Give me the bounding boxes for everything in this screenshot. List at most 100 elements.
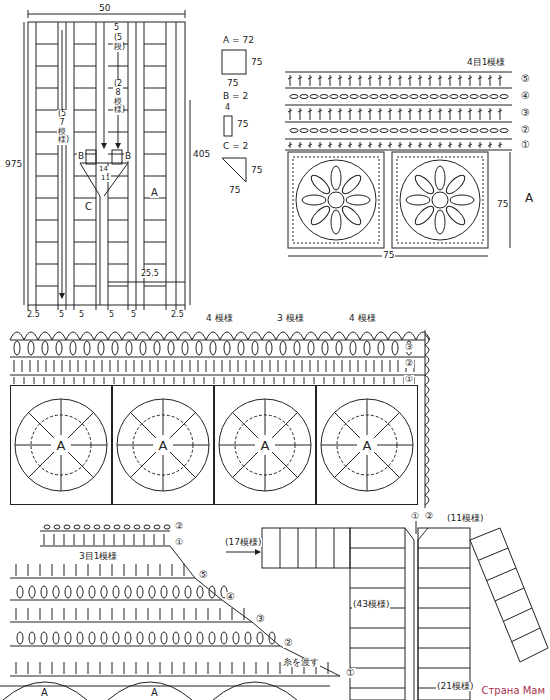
front-band (418, 528, 428, 700)
motif-grid (36, 110, 58, 111)
pattern-label: A (40, 688, 49, 698)
motif-grid (144, 286, 166, 287)
stitch-oval (390, 129, 398, 133)
stitch-oval (330, 129, 338, 133)
stitch-oval (196, 341, 202, 355)
count-arrow (416, 520, 417, 534)
motif-grid (74, 176, 96, 177)
stitch-mark (298, 77, 302, 79)
stitch-mark (244, 377, 245, 384)
pattern-label: ② (424, 512, 434, 521)
stitch-mark (368, 110, 372, 112)
motif-center (432, 192, 448, 208)
stitch-oval (340, 129, 348, 133)
stitch-oval (64, 525, 70, 529)
stitch-mark (360, 75, 361, 86)
stitch-mark (208, 662, 209, 674)
side-edge (425, 330, 426, 508)
stitch-mark (480, 75, 481, 86)
stitch-mark (438, 110, 442, 112)
stitch-mark (358, 144, 362, 146)
motif-label: A (54, 438, 69, 453)
stitch-mark (470, 108, 471, 120)
stitch-mark (94, 377, 95, 384)
stitch-mark (480, 108, 481, 120)
stitch-mark (318, 77, 322, 79)
stitch-mark (478, 110, 482, 112)
stitch-oval (308, 172, 332, 196)
pattern-label: (28模様) (113, 80, 123, 115)
stitch-oval (322, 341, 328, 355)
stitch-mark (438, 77, 442, 79)
motif-spoke (219, 445, 255, 446)
stitch-oval (104, 525, 110, 529)
stitch-mark (440, 108, 441, 120)
stitch-mark (450, 75, 451, 86)
motif-spoke (265, 455, 266, 491)
row-base (10, 375, 425, 376)
stitch-mark (84, 377, 85, 384)
stitch-mark (264, 377, 265, 384)
stitch-mark (360, 108, 361, 120)
stitch-oval (340, 172, 364, 196)
motif-spoke (163, 455, 164, 491)
pattern-label: 2.5 (26, 311, 41, 319)
stitch-mark (196, 608, 197, 620)
stitch-mark (408, 144, 412, 146)
motif-grid (418, 608, 470, 609)
stitch-mark (274, 377, 275, 384)
stitch-mark (284, 377, 285, 384)
stitch-mark (420, 108, 421, 120)
stitch-mark (230, 360, 231, 372)
motif-grid (144, 242, 166, 243)
row-base (285, 72, 512, 73)
stitch-mark (488, 144, 492, 146)
stitch-mark (470, 75, 471, 86)
motif-grid (74, 198, 96, 199)
motif-c-shape (222, 158, 246, 182)
row-base (10, 357, 425, 358)
motif-spoke (15, 445, 51, 446)
stitch-mark (378, 77, 382, 79)
stitch-oval (53, 586, 59, 598)
stitch-mark (428, 110, 432, 112)
stitch-mark (350, 75, 351, 86)
stitch-mark (84, 534, 85, 545)
dimension-tick (185, 305, 186, 310)
motif-border (397, 157, 483, 243)
pattern-label: 75 (250, 58, 263, 67)
stitch-mark (208, 608, 209, 620)
stitch-mark (498, 77, 502, 79)
pattern-label: 4 模様 (205, 314, 234, 323)
stitch-oval (470, 129, 478, 133)
motif-grid (74, 44, 96, 45)
stitch-mark (340, 75, 341, 86)
motif-spoke (374, 412, 399, 437)
stitch-mark (314, 377, 315, 384)
pattern-label: 75 (496, 200, 509, 209)
stitch-mark (338, 110, 342, 112)
pattern-label: (17模様) (224, 538, 262, 547)
stitch-mark (64, 534, 65, 545)
stitch-oval (44, 525, 50, 529)
stitch-mark (118, 360, 119, 372)
motif-grid (487, 568, 516, 581)
motif-spoke (117, 445, 153, 446)
stitch-oval (56, 341, 62, 355)
stitch-mark (420, 75, 421, 86)
dimension-tick (128, 305, 129, 310)
stitch-mark (334, 360, 335, 372)
stitch-oval (74, 525, 80, 529)
stitch-mark (30, 360, 31, 372)
stitch-mark (330, 75, 331, 86)
motif-spoke (68, 412, 93, 437)
stitch-oval (500, 95, 508, 99)
stitch-oval (430, 95, 438, 99)
motif-spoke (170, 452, 195, 477)
motif-spoke (28, 452, 53, 477)
stitch-oval (29, 632, 35, 644)
dimension-line (190, 100, 191, 305)
stitch-oval (209, 632, 215, 644)
row-base (10, 676, 340, 677)
dimension-tick (96, 305, 97, 310)
